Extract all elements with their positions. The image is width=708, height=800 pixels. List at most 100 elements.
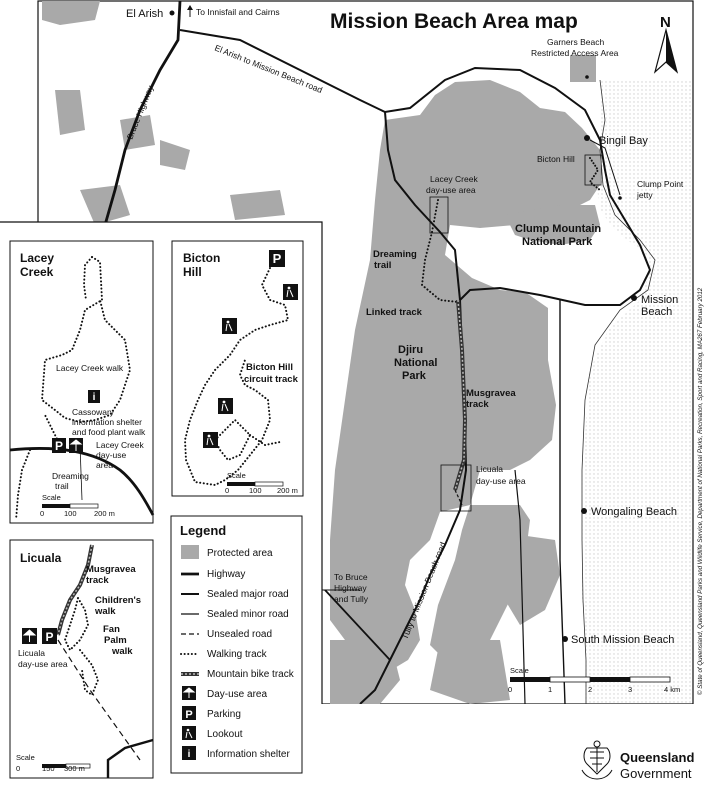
legend-label-walking: Walking track (207, 649, 268, 660)
lacey-shelter-3: and food plant walk (72, 427, 146, 437)
svg-text:i: i (93, 392, 96, 403)
label-dreaming-2: trail (374, 260, 391, 271)
main-scale-tick-2: 2 (588, 685, 592, 694)
bicton-track (588, 157, 601, 191)
to-bruce-road (324, 589, 391, 661)
bicton-scale-0: 0 (225, 486, 229, 495)
licuala-childrens-2: walk (94, 606, 116, 617)
legend-label-bike: Mountain bike track (207, 669, 295, 680)
label-restricted-area: Restricted Access Area (531, 48, 619, 58)
coastal-sand (582, 80, 693, 704)
label-lacey-area-1: Lacey Creek (430, 174, 478, 184)
label-bingil-bay: Bingil Bay (599, 135, 648, 147)
bicton-scale-label: Scale (227, 471, 246, 480)
licuala-musgravea-2: track (86, 575, 109, 586)
lacey-walk-label: Lacey Creek walk (56, 363, 124, 373)
bicton-title-1: Bicton (183, 251, 220, 265)
lacey-scale-0: 0 (40, 509, 44, 518)
label-djiru-3: Park (402, 370, 427, 382)
wongaling-road (514, 469, 526, 705)
lacey-shelter-1: Cassowary (72, 407, 115, 417)
label-clump-mountain-2: National Park (522, 236, 593, 248)
licuala-dayuse-1: Licuala (18, 648, 45, 658)
label-djiru-1: Djiru (398, 344, 423, 356)
licuala-musgravea-1: Musgravea (86, 564, 136, 575)
main-scale-tick-4: 4 km (664, 685, 680, 694)
licuala-scale-0: 0 (16, 764, 20, 773)
el-arish-dot (169, 10, 175, 16)
label-clump-mountain-1: Clump Mountain (515, 223, 601, 235)
lacey-dayuse-1: Lacey Creek (96, 440, 144, 450)
lacey-inset-box (429, 196, 449, 234)
bicton-parking-icon (269, 250, 285, 267)
crest-icon (581, 740, 613, 780)
south-mission-dot (562, 636, 568, 642)
lacey-info-icon (88, 390, 100, 403)
map-title: Mission Beach Area map (330, 10, 578, 33)
legend-label-info: Information shelter (207, 749, 290, 760)
inset-bicton-hill: P Bicton Hill Bicton Hill circuit track … (171, 240, 304, 497)
svg-text:P: P (273, 251, 282, 266)
label-to-bruce-3: and Tully (334, 594, 369, 604)
label-licuala-area-2: day-use area (476, 476, 526, 486)
legend-label-minor: Sealed minor road (207, 609, 289, 620)
licuala-fanpalm-2: Palm (104, 635, 127, 646)
label-clump-point-2: jetty (636, 190, 653, 200)
main-scale-label: Scale (510, 666, 529, 675)
licuala-scale-label: Scale (16, 753, 35, 762)
gov-line-1: Queensland (620, 750, 694, 765)
label-wongaling: Wongaling Beach (591, 506, 677, 518)
legend-label-protected: Protected area (207, 548, 273, 559)
queensland-government-logo: Queensland Government (581, 740, 694, 781)
legend-label-parking: Parking (207, 709, 241, 720)
licuala-childrens-1: Children's (95, 595, 141, 606)
label-linked-track: Linked track (366, 307, 423, 318)
legend-label-lookout: Lookout (207, 729, 243, 740)
svg-text:P: P (185, 709, 192, 721)
gov-line-2: Government (620, 766, 692, 781)
lacey-dreaming-2: trail (55, 481, 69, 491)
label-mission-beach-1: Mission (641, 294, 678, 306)
north-arrow (653, 27, 679, 74)
inset-licuala: P Licuala Musgravea track Children's wal… (9, 539, 154, 779)
north-label: N (660, 14, 671, 31)
label-licuala-area-1: Licuala (476, 464, 503, 474)
licuala-fanpalm-3: walk (111, 646, 133, 657)
bicton-title-2: Hill (183, 265, 202, 279)
lacey-parking-icon (52, 438, 66, 453)
label-bicton-hill: Bicton Hill (537, 154, 575, 164)
bicton-circuit-2: circuit track (244, 374, 299, 385)
main-scale-tick-1: 1 (548, 685, 552, 694)
bingil-bay-dot (584, 135, 590, 141)
licuala-parking-icon (42, 628, 57, 644)
label-to-bruce-2: Highway (334, 583, 367, 593)
svg-text:i: i (188, 749, 191, 760)
licuala-scale-2: 300 m (64, 764, 85, 773)
information-shelter-icon (182, 746, 196, 760)
mission-beach-dot (631, 295, 637, 301)
label-clump-point-1: Clump Point (637, 179, 684, 189)
label-south-mission: South Mission Beach (571, 634, 674, 646)
main-scale-bar (510, 676, 671, 683)
legend: Legend P i Protected area Highway Sealed… (170, 515, 303, 774)
lacey-shelter-2: information shelter (72, 417, 142, 427)
lacey-scale-2: 200 m (94, 509, 115, 518)
bruce-highway (103, 0, 182, 226)
legend-label-major: Sealed major road (207, 589, 289, 600)
bicton-circuit-1: Bicton Hill (246, 362, 293, 373)
bicton-inset-box (584, 154, 602, 186)
clump-point-dot (618, 196, 622, 200)
lacey-scale-1: 100 (64, 509, 77, 518)
label-djiru-2: National (394, 357, 437, 369)
lacey-title-2: Creek (20, 265, 54, 279)
licuala-dayuse-2: day-use area (18, 659, 68, 669)
garners-dot (585, 75, 589, 79)
credit-text: © State of Queensland, Queensland Parks … (697, 287, 704, 695)
licuala-scale-1: 150 (42, 764, 55, 773)
label-to-bruce-1: To Bruce (334, 572, 368, 582)
label-musgravea-1: Musgravea (466, 388, 516, 399)
label-dreaming-1: Dreaming (373, 249, 417, 260)
legend-heading: Legend (180, 523, 226, 538)
label-garners-beach: Garners Beach (547, 37, 604, 47)
